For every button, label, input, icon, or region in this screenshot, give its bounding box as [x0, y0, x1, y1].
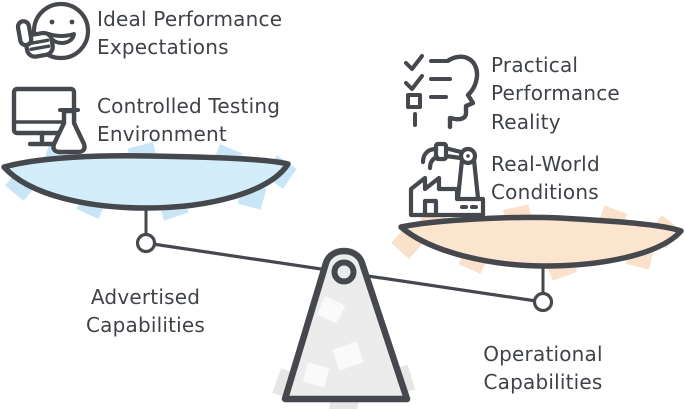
factory-robot-icon	[408, 141, 486, 218]
left-pan	[1, 153, 291, 211]
left-item-1-label: Ideal Performance Expectations	[97, 7, 283, 60]
fulcrum-highlights	[302, 296, 364, 388]
smiley-thumbs-up-icon	[15, 1, 91, 61]
fulcrum-pivot	[331, 259, 357, 285]
head-checklist-icon	[404, 54, 480, 130]
right-item-1-label: Practical Performance Reality	[491, 53, 620, 134]
right-pan	[398, 214, 684, 269]
left-item-2-label: Controlled Testing Environment	[97, 94, 281, 147]
fulcrum	[281, 247, 411, 403]
right-pan-label: Operational Capabilities	[483, 342, 603, 395]
left-pan-label: Advertised Capabilities	[85, 285, 206, 338]
right-item-2-label: Real-World Conditions	[491, 152, 600, 205]
monitor-flask-icon	[11, 86, 87, 155]
right-beam-joint	[532, 291, 554, 313]
left-beam-joint	[135, 232, 157, 254]
